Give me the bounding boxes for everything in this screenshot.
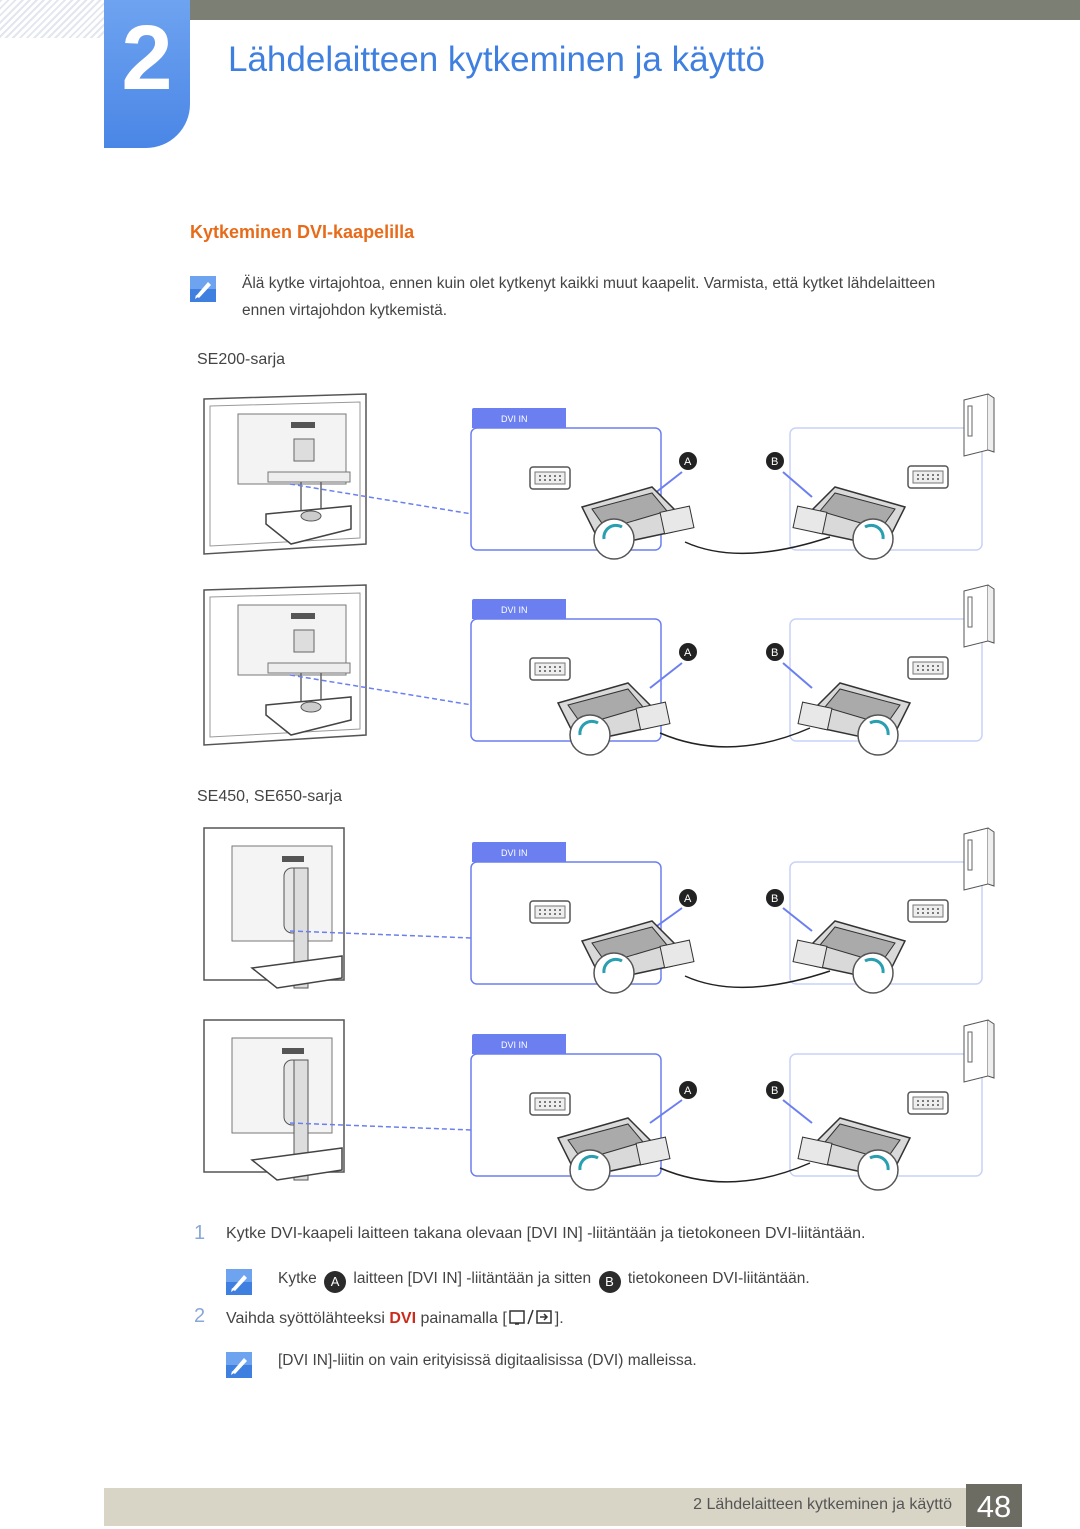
step-text-2: Vaihda syöttölähteeksi DVI painamalla [ … [226, 1308, 564, 1328]
chapter-tab [104, 0, 190, 148]
port-label: DVI IN [501, 848, 528, 858]
connection-diagram-2: DVI IN A B [203, 584, 995, 757]
header-bar [190, 0, 1080, 20]
marker-b: B [771, 456, 778, 468]
note-text-line2: ennen virtajohdon kytkemistä. [242, 302, 448, 319]
step-text-1: Kytke DVI-kaapeli laitteen takana olevaa… [226, 1225, 866, 1242]
footer-chapter-title: 2 Lähdelaitteen kytkeminen ja käyttö [693, 1496, 952, 1513]
connection-diagram-1: DVI IN A B [203, 393, 995, 561]
step-number-2: 2 [194, 1305, 206, 1327]
marker-a-inline: A [324, 1271, 347, 1293]
note-step1-pre: Kytke [278, 1270, 317, 1287]
note-icon [190, 276, 216, 302]
header-hatch [0, 0, 104, 38]
step2-mid: painamalla [ [420, 1310, 507, 1327]
step2-post: ]. [554, 1310, 564, 1327]
note-icon [226, 1352, 252, 1378]
marker-b: B [771, 1085, 778, 1097]
series-label-se450-se650: SE450, SE650-sarja [197, 788, 342, 805]
note-icon [226, 1269, 252, 1295]
footer-bar [104, 1488, 966, 1526]
section-title: Kytkeminen DVI-kaapelilla [190, 222, 415, 242]
port-label: DVI IN [501, 605, 528, 615]
connection-diagram-3: DVI IN A B [203, 827, 995, 995]
marker-a: A [684, 1085, 692, 1097]
series-label-se200: SE200-sarja [197, 351, 286, 368]
note-step1: Kytke A laitteen [DVI IN] -liitäntään ja… [278, 1270, 810, 1293]
marker-a: A [684, 456, 692, 468]
step-number-1: 1 [194, 1222, 206, 1244]
chapter-title: Lähdelaitteen kytkeminen ja käyttö [228, 40, 765, 79]
note-step1-mid: laitteen [DVI IN] -liitäntään ja sitten [353, 1270, 592, 1287]
page-number: 48 [966, 1484, 1022, 1527]
port-label: DVI IN [501, 1040, 528, 1050]
marker-b: B [771, 647, 778, 659]
note-step1-post: tietokoneen DVI-liitäntään. [627, 1270, 810, 1287]
step2-dvi: DVI [389, 1310, 417, 1327]
marker-b: B [771, 893, 778, 905]
chapter-number: 2 [121, 7, 173, 109]
port-label: DVI IN [501, 414, 528, 424]
marker-a: A [684, 893, 692, 905]
step2-pre: Vaihda syöttölähteeksi [226, 1310, 385, 1327]
note-text-line1: Älä kytke virtajohtoa, ennen kuin olet k… [242, 275, 936, 292]
source-button-icon [509, 1309, 552, 1325]
marker-b-inline: B [598, 1271, 621, 1293]
connection-diagram-4: DVI IN A B [203, 1019, 995, 1192]
marker-a: A [684, 647, 692, 659]
note-step2: [DVI IN]-liitin on vain erityisissä digi… [278, 1352, 697, 1369]
